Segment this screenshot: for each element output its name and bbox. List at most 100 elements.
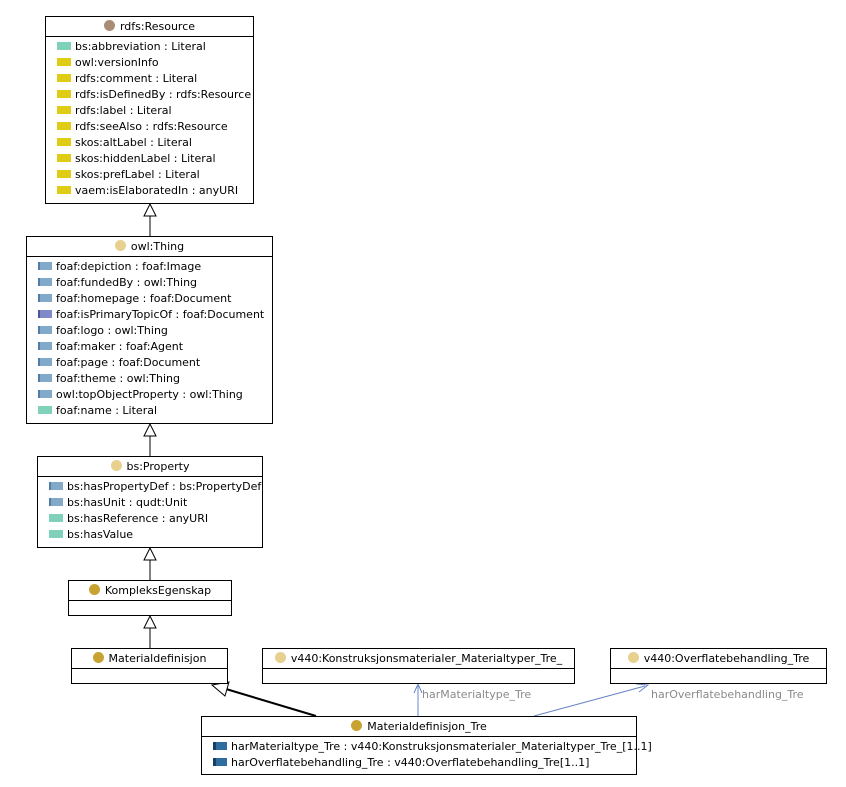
attribute-label: bs:hasReference : anyURI: [67, 512, 209, 525]
attribute-label: owl:topObjectProperty : owl:Thing: [56, 388, 243, 401]
attribute-row[interactable]: skos:hiddenLabel : Literal: [46, 151, 253, 167]
edge-tre-materialdef: [225, 688, 317, 717]
edge-tre-materialdef-arrowhead: [210, 681, 230, 697]
attribute-label: bs:hasValue: [67, 528, 134, 541]
attribute-row[interactable]: harMaterialtype_Tre : v440:Konstruksjons…: [202, 739, 652, 755]
class-kompleks-egenskap[interactable]: KompleksEgenskap: [68, 580, 232, 616]
attribute-label: foaf:page : foaf:Document: [56, 356, 201, 369]
attribute-row[interactable]: bs:hasReference : anyURI: [38, 511, 262, 527]
attribute-label: foaf:logo : owl:Thing: [56, 324, 168, 337]
class-bs-property[interactable]: bs:Property bs:hasPropertyDef : bs:Prope…: [37, 456, 263, 548]
class-circle-icon: [627, 652, 639, 663]
class-konstruksjonsmaterialer[interactable]: v440:Konstruksjonsmaterialer_Materialtyp…: [262, 648, 575, 684]
attribute-label: foaf:isPrimaryTopicOf : foaf:Document: [56, 308, 265, 321]
class-header: bs:Property: [38, 457, 262, 477]
attribute-label: skos:hiddenLabel : Literal: [75, 152, 216, 165]
attribute-row[interactable]: owl:topObjectProperty : owl:Thing: [27, 387, 272, 403]
attribute-row[interactable]: foaf:logo : owl:Thing: [27, 323, 272, 339]
edge-label-har-materialtype: harMaterialtype_Tre: [422, 688, 532, 701]
class-circle-icon: [92, 652, 104, 663]
annotation-property-icon: [57, 138, 71, 146]
annotation-property-icon: [57, 90, 71, 98]
attribute-row[interactable]: rdfs:seeAlso : rdfs:Resource: [46, 119, 253, 135]
class-circle-icon: [274, 652, 286, 663]
attribute-row[interactable]: bs:hasValue: [38, 527, 262, 543]
attribute-label: vaem:isElaboratedIn : anyURI: [75, 184, 239, 197]
attribute-row[interactable]: foaf:isPrimaryTopicOf : foaf:Document: [27, 307, 272, 323]
object-property-icon: [49, 498, 63, 506]
edge-har-materialtype-arrowhead: [413, 682, 423, 694]
class-title: v440:Overflatebehandling_Tre: [643, 652, 810, 665]
attribute-row[interactable]: rdfs:comment : Literal: [46, 71, 253, 87]
object-property-icon: [38, 374, 52, 382]
attribute-row[interactable]: foaf:page : foaf:Document: [27, 355, 272, 371]
attribute-label: bs:hasUnit : qudt:Unit: [67, 496, 188, 509]
annotation-property-icon: [57, 154, 71, 162]
class-header: owl:Thing: [27, 237, 272, 257]
datatype-property-icon: [38, 406, 52, 414]
attribute-row[interactable]: rdfs:isDefinedBy : rdfs:Resource: [46, 87, 253, 103]
attribute-row[interactable]: owl:versionInfo: [46, 55, 253, 71]
class-circle-icon: [110, 460, 122, 471]
class-title: Materialdefinisjon_Tre: [367, 720, 487, 733]
attribute-row[interactable]: foaf:depiction : foaf:Image: [27, 259, 272, 275]
attribute-label: foaf:depiction : foaf:Image: [56, 260, 202, 273]
class-circle-icon: [114, 240, 126, 251]
attribute-row[interactable]: foaf:homepage : foaf:Document: [27, 291, 272, 307]
attribute-row[interactable]: rdfs:label : Literal: [46, 103, 253, 119]
edge-thing-resource-arrowhead: [143, 202, 157, 217]
attribute-row[interactable]: foaf:name : Literal: [27, 403, 272, 419]
object-property-icon: [38, 262, 52, 270]
class-materialdefinisjon-tre[interactable]: Materialdefinisjon_Tre harMaterialtype_T…: [201, 716, 652, 775]
attribute-label: bs:abbreviation : Literal: [75, 40, 206, 53]
class-title: bs:Property: [126, 460, 190, 473]
class-materialdefinisjon[interactable]: Materialdefinisjon: [71, 648, 228, 684]
attribute-label: harMaterialtype_Tre : v440:Konstruksjons…: [231, 740, 652, 753]
attribute-label: rdfs:seeAlso : rdfs:Resource: [75, 120, 228, 133]
class-header: Materialdefinisjon: [72, 649, 227, 669]
class-rdfs-resource[interactable]: rdfs:Resource bs:abbreviation : Literal …: [45, 16, 254, 204]
attribute-row[interactable]: bs:hasUnit : qudt:Unit: [38, 495, 262, 511]
attribute-label: harOverflatebehandling_Tre : v440:Overfl…: [231, 756, 590, 769]
class-header: KompleksEgenskap: [69, 581, 231, 601]
edge-property-thing-arrowhead: [143, 422, 157, 437]
class-title: v440:Konstruksjonsmaterialer_Materialtyp…: [290, 652, 563, 665]
annotation-property-icon: [57, 106, 71, 114]
attribute-label: foaf:theme : owl:Thing: [56, 372, 180, 385]
object-property-icon: [38, 358, 52, 366]
attribute-label: owl:versionInfo: [75, 56, 159, 69]
object-property-icon: [38, 390, 52, 398]
edge-har-overflate-arrowhead: [635, 683, 650, 693]
edge-materialdef-kompleks-arrowhead: [143, 614, 157, 629]
attribute-label: skos:altLabel : Literal: [75, 136, 192, 149]
annotation-property-icon: [57, 74, 71, 82]
attribute-row[interactable]: skos:altLabel : Literal: [46, 135, 253, 151]
attribute-label: bs:hasPropertyDef : bs:PropertyDef: [67, 480, 262, 493]
edge-label-har-overflate: harOverflatebehandling_Tre: [651, 688, 804, 701]
object-property-icon: [38, 294, 52, 302]
attribute-list: bs:abbreviation : Literal owl:versionInf…: [46, 37, 253, 199]
class-circle-icon: [88, 584, 100, 595]
attribute-row[interactable]: harOverflatebehandling_Tre : v440:Overfl…: [202, 755, 636, 771]
class-circle-icon: [351, 720, 363, 731]
class-header: rdfs:Resource: [46, 17, 253, 37]
attribute-row[interactable]: bs:hasPropertyDef : bs:PropertyDef: [38, 479, 262, 495]
class-overflatebehandling[interactable]: v440:Overflatebehandling_Tre: [610, 648, 827, 684]
restriction-icon: [213, 758, 227, 766]
object-property-icon: [38, 326, 52, 334]
attribute-row[interactable]: vaem:isElaboratedIn : anyURI: [46, 183, 253, 199]
object-property-icon: [38, 278, 52, 286]
annotation-property-icon: [57, 186, 71, 194]
class-owl-thing[interactable]: owl:Thing foaf:depiction : foaf:Image fo…: [26, 236, 273, 424]
attribute-row[interactable]: foaf:fundedBy : owl:Thing: [27, 275, 272, 291]
class-header: v440:Overflatebehandling_Tre: [611, 649, 826, 669]
annotation-property-icon: [57, 122, 71, 130]
attribute-row[interactable]: skos:prefLabel : Literal: [46, 167, 253, 183]
annotation-property-icon: [57, 170, 71, 178]
attribute-row[interactable]: foaf:theme : owl:Thing: [27, 371, 272, 387]
attribute-label: foaf:maker : foaf:Agent: [56, 340, 184, 353]
attribute-row[interactable]: bs:abbreviation : Literal: [46, 39, 253, 55]
object-property-icon: [49, 482, 63, 490]
attribute-row[interactable]: foaf:maker : foaf:Agent: [27, 339, 272, 355]
class-title: Materialdefinisjon: [108, 652, 207, 665]
